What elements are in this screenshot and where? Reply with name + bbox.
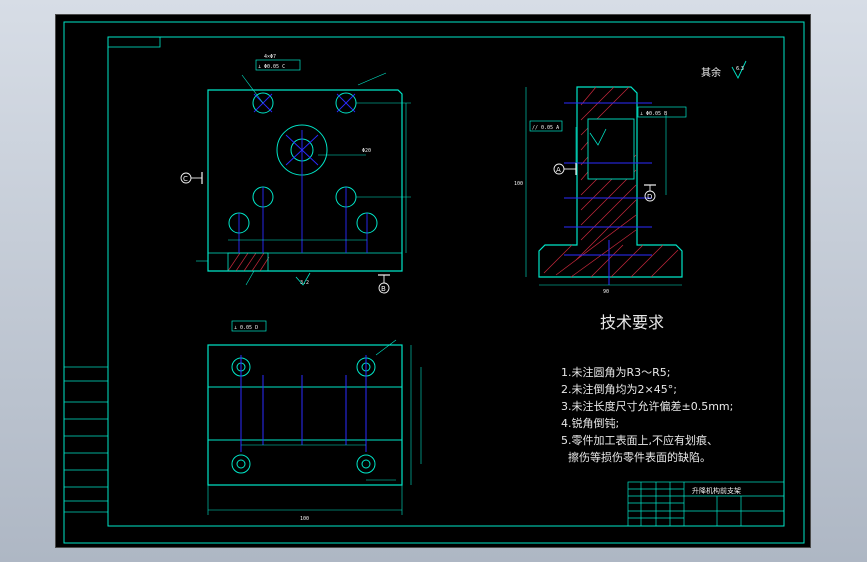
- tech-item-3: 3.未注长度尺寸允许偏差±0.5mm;: [561, 399, 733, 413]
- center-dia: Φ20: [362, 148, 371, 154]
- plan-view: ⊥ 0.05 D 100: [207, 320, 422, 522]
- roughness-symbol: [731, 60, 747, 79]
- tol-frame-plan: [231, 320, 267, 332]
- plan-width-dim: 100: [300, 516, 309, 522]
- front-view-centerlines: [238, 93, 368, 253]
- drawing-canvas: 其余 6.3: [63, 21, 805, 544]
- side-roughness: [589, 128, 607, 146]
- tol-frame-side-2: [529, 120, 563, 132]
- svg-text:D: D: [647, 193, 652, 201]
- side-view: ⊥ Φ0.05 B // 0.05 A 100 90 A D: [514, 86, 687, 295]
- tech-item-2: 2.未注倒角均为2×45°;: [561, 382, 677, 396]
- datum-b: B: [378, 274, 390, 294]
- front-view: ⊥ Φ0.05 C 4×Φ7 Φ20 3.2 C B: [180, 54, 411, 294]
- datum-c: C: [180, 172, 203, 184]
- datum-a: A: [553, 163, 577, 175]
- title-block-name: 升降机构前支架: [692, 486, 741, 495]
- cad-viewport[interactable]: 其余 6.3: [55, 14, 811, 548]
- front-view-section: [227, 252, 269, 272]
- side-view-dims: [525, 87, 682, 286]
- hole-spec: 4×Φ7: [264, 54, 276, 60]
- front-view-dims: [196, 72, 411, 286]
- svg-text:B: B: [381, 285, 386, 293]
- tech-item-1: 1.未注圆角为R3～R5;: [561, 365, 670, 379]
- side-view-pocket: [587, 118, 635, 180]
- hole-top-left: [252, 92, 274, 114]
- roughness-bottom-value: 3.2: [300, 280, 309, 286]
- tech-title: 技术要求: [600, 313, 664, 332]
- front-view-outline: [207, 89, 403, 272]
- front-view-hatch: [227, 252, 270, 272]
- sheet-outer-border: [63, 21, 805, 544]
- tol-frame-front-text: ⊥ Φ0.05 C: [258, 64, 285, 70]
- plan-view-dims: [207, 339, 422, 515]
- tol-frame-side-1-text: ⊥ Φ0.05 B: [640, 111, 667, 117]
- roughness-value: 6.3: [736, 66, 744, 72]
- tol-frame-front: [255, 59, 301, 71]
- tol-frame-side-1: [637, 106, 687, 118]
- tol-frame-side-2-text: // 0.05 A: [532, 125, 559, 131]
- side-base-dim: 90: [603, 289, 609, 295]
- sheet-inner-border: [107, 36, 785, 527]
- datum-d: D: [644, 184, 656, 202]
- svg-text:A: A: [556, 166, 561, 174]
- front-view-holes: [228, 92, 378, 234]
- plan-view-centerlines: [240, 355, 367, 452]
- plan-view-holes: [231, 357, 376, 474]
- side-view-outline: [538, 86, 683, 278]
- side-view-centerlines: [564, 102, 652, 285]
- tech-item-6: 擦伤等损伤零件表面的缺陷。: [561, 450, 711, 464]
- tech-item-4: 4.锐角倒钝;: [561, 416, 619, 430]
- roughness-bottom: [295, 272, 311, 286]
- tech-item-5: 5.零件加工表面上,不应有划痕、: [561, 433, 718, 447]
- tol-frame-plan-text: ⊥ 0.05 D: [234, 325, 258, 331]
- svg-text:C: C: [183, 175, 188, 183]
- revision-column: [63, 366, 109, 513]
- title-block: [627, 481, 785, 527]
- drawing-number-box: [107, 36, 161, 48]
- side-height-dim: 100: [514, 181, 523, 187]
- roughness-note: 其余: [701, 66, 721, 79]
